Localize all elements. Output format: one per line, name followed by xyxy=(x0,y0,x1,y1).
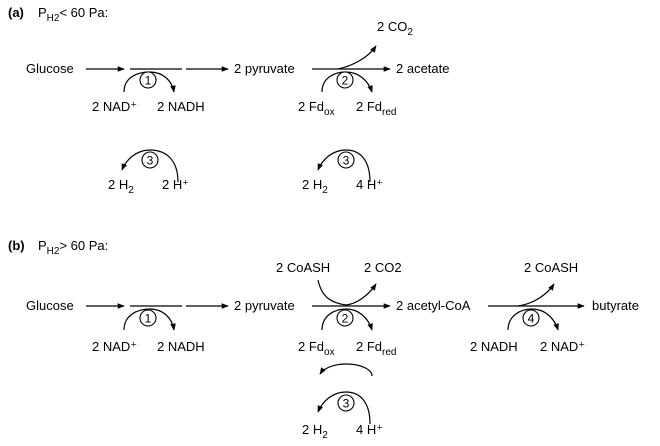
step-1-number-b: 1 xyxy=(145,312,152,326)
hplus-label-b: 4 H⁺ xyxy=(356,422,383,437)
nad-label-b: 2 NAD⁺ xyxy=(92,339,137,354)
h2-label-left: 2 H2 xyxy=(108,177,134,196)
glucose-label: Glucose xyxy=(26,61,74,76)
panel-a: (a) PH2< 60 Pa: Glucose 2 pyruvate 2 ace… xyxy=(8,5,450,196)
nad-label: 2 NAD⁺ xyxy=(92,99,137,114)
fd-recycle-arrow xyxy=(319,363,373,377)
fd-coupling-arrow-b xyxy=(321,308,373,331)
coash-co2-arrow xyxy=(317,279,377,306)
hydrogenase-arrow-left xyxy=(121,149,179,183)
h2-label-right: 2 H2 xyxy=(302,177,328,196)
step-2-circle xyxy=(336,71,354,89)
fd-ox-label-b: 2 Fdox xyxy=(298,339,335,358)
butyrate-label: butyrate xyxy=(592,298,639,313)
fd-ox-label: 2 Fdox xyxy=(298,99,335,118)
step-4-circle xyxy=(522,309,540,327)
hydrogenase-arrow-b xyxy=(317,391,371,425)
co2-label-b: 2 CO2 xyxy=(364,260,402,275)
co2-release-arrow xyxy=(337,45,377,70)
pyruvate-label-b: 2 pyruvate xyxy=(234,298,295,313)
panel-a-condition: PH2< 60 Pa: xyxy=(38,5,108,24)
coash-release-arrow xyxy=(517,283,555,307)
panel-b-label: (b) xyxy=(8,238,25,253)
step-3-number-right: 3 xyxy=(343,154,350,168)
co2-label: 2 CO2 xyxy=(377,19,413,38)
fd-red-label: 2 Fdred xyxy=(356,99,396,118)
step-2-number-b: 2 xyxy=(342,312,349,326)
nadh-coupling-arrow xyxy=(507,308,559,331)
nad-label-b2: 2 NAD⁺ xyxy=(540,339,585,354)
step-2-circle-b xyxy=(336,309,354,327)
nadh-label-b2: 2 NADH xyxy=(470,339,518,354)
nad-coupling-arrow-b xyxy=(123,308,176,331)
fd-red-label-b: 2 Fdred xyxy=(356,339,396,358)
step-3-circle-left xyxy=(141,151,159,169)
step-3-number-left: 3 xyxy=(147,154,154,168)
step-1-number: 1 xyxy=(145,74,152,88)
hydrogenase-arrow-right xyxy=(317,149,371,183)
h2-label-b: 2 H2 xyxy=(302,422,328,441)
step-3-circle-b xyxy=(337,394,355,412)
step-1-circle-b xyxy=(139,309,157,327)
nadh-label-b: 2 NADH xyxy=(157,339,205,354)
panel-b-condition: PH2> 60 Pa: xyxy=(38,238,108,257)
panel-b: (b) PH2> 60 Pa: 2 CoASH 2 CO2 2 CoASH Gl… xyxy=(8,238,639,441)
hplus-label-right: 4 H⁺ xyxy=(356,177,383,192)
step-2-number: 2 xyxy=(342,74,349,88)
hplus-label-left: 2 H⁺ xyxy=(162,177,189,192)
coash-out-label: 2 CoASH xyxy=(524,260,578,275)
acetyl-coa-label: 2 acetyl-CoA xyxy=(396,298,471,313)
glucose-label-b: Glucose xyxy=(26,298,74,313)
panel-a-label: (a) xyxy=(8,5,24,20)
step-4-number: 4 xyxy=(528,312,535,326)
coash-in-label: 2 CoASH xyxy=(276,260,330,275)
step-3-number-b: 3 xyxy=(343,397,350,411)
acetate-label: 2 acetate xyxy=(396,61,450,76)
nadh-label: 2 NADH xyxy=(157,99,205,114)
step-1-circle xyxy=(139,71,157,89)
step-3-circle-right xyxy=(337,151,355,169)
pyruvate-label: 2 pyruvate xyxy=(234,61,295,76)
